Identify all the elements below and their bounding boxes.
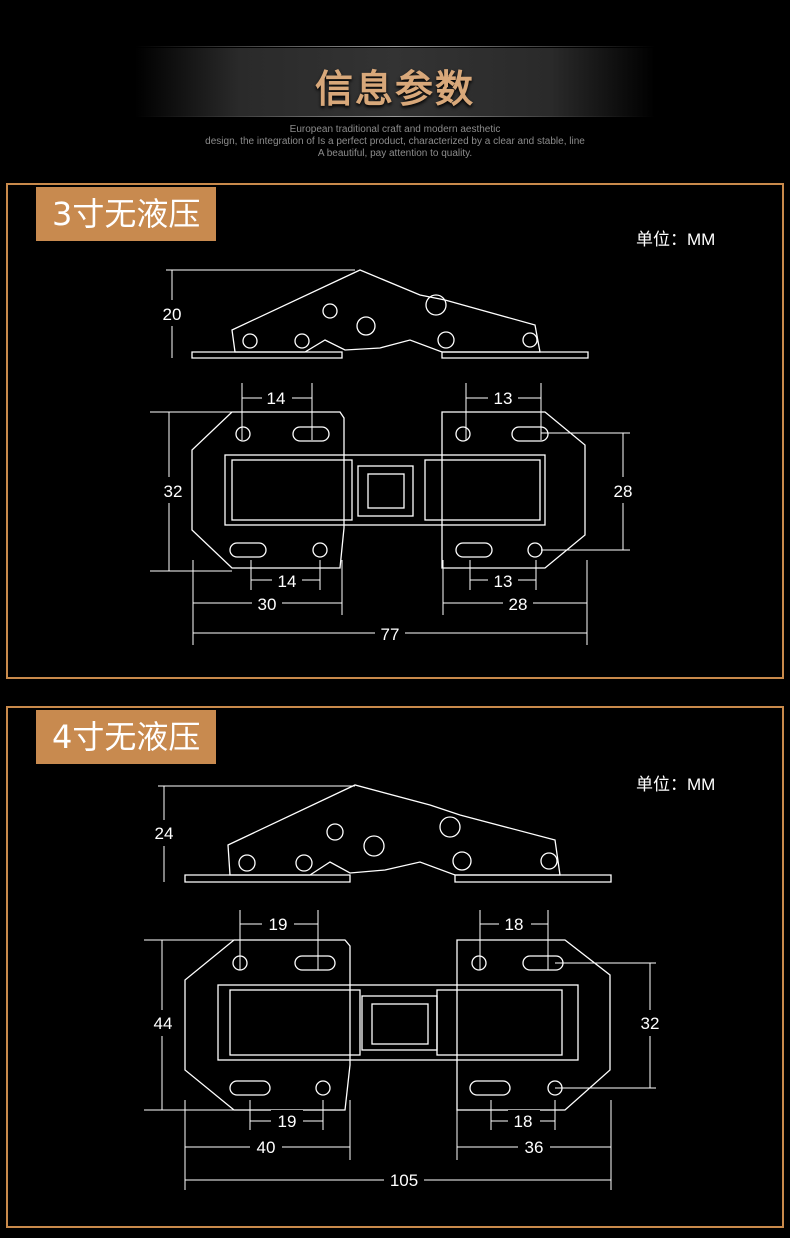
panel-4-inch: 4寸无液压 单位：MM [6, 706, 784, 1228]
dim-bottom-left-hole: 19 [278, 1112, 297, 1131]
dim-total-width: 77 [381, 625, 400, 644]
subtitle-line-2: design, the integration of Is a perfect … [205, 136, 585, 147]
unit-label: 单位：MM [636, 775, 716, 794]
dim-bottom-right-hole: 13 [494, 572, 513, 591]
subtitle-line-1: European traditional craft and modern ae… [289, 124, 501, 135]
dim-right-width: 28 [509, 595, 528, 614]
dim-left-height: 44 [154, 1014, 173, 1033]
dim-right-height: 32 [641, 1014, 660, 1033]
dim-left-height: 32 [164, 482, 183, 501]
side-view-arm [227, 784, 561, 876]
dim-side-height: 24 [155, 824, 174, 843]
header: 信息参数 European traditional craft and mode… [0, 0, 790, 180]
panel-3-inch: 3寸无液压 单位：MM [6, 183, 784, 679]
header-bottom-rule [135, 116, 655, 117]
panel-tag: 3寸无液压 [36, 187, 217, 241]
dim-top-left-hole: 14 [267, 389, 286, 408]
header-band [135, 48, 655, 116]
dim-left-width: 40 [257, 1138, 276, 1157]
side-view-outline [184, 874, 612, 883]
right-plate [441, 411, 586, 569]
dim-top-right-hole: 13 [494, 389, 513, 408]
unit-label: 单位：MM [636, 230, 716, 249]
left-plate [184, 939, 351, 1111]
header-top-rule [135, 46, 655, 47]
dim-bottom-left-hole: 14 [278, 572, 297, 591]
dim-right-width: 36 [525, 1138, 544, 1157]
page-title: 信息参数 [314, 66, 475, 111]
dim-top-left-hole: 19 [269, 915, 288, 934]
panel-tag: 4寸无液压 [36, 710, 217, 764]
dim-total-width: 105 [390, 1171, 418, 1190]
dim-right-height: 28 [614, 482, 633, 501]
dim-top-right-hole: 18 [505, 915, 524, 934]
side-view-arm [231, 269, 541, 353]
subtitle-line-3: A beautiful, pay attention to quality. [317, 148, 473, 159]
dim-bottom-right-hole: 18 [514, 1112, 533, 1131]
left-plate [191, 411, 345, 569]
side-view-outline [191, 351, 589, 359]
dim-left-width: 30 [258, 595, 277, 614]
dim-side-height: 20 [163, 305, 182, 324]
